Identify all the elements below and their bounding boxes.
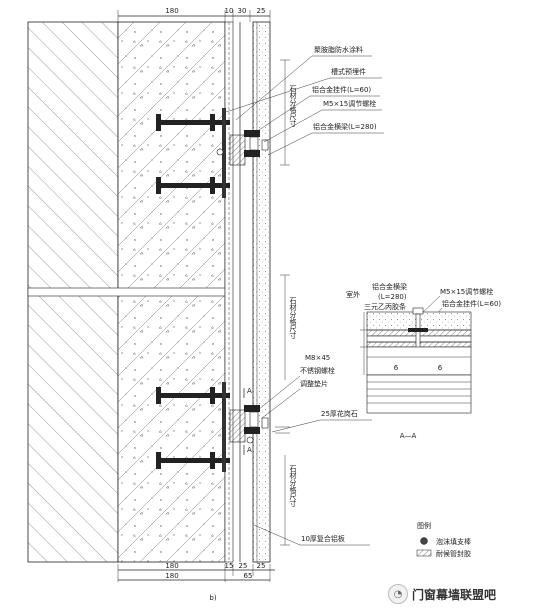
chat-bubble-icon: ◔ <box>388 584 408 604</box>
figure-caption: b) <box>209 594 216 602</box>
sealant-icon <box>416 549 432 557</box>
anchor-bolt-4 <box>160 458 230 463</box>
label-stainless: 不锈钢螺栓 <box>300 366 335 375</box>
slot-embed-plate <box>222 108 226 198</box>
aa-num-2: 6 <box>438 364 443 372</box>
anchor-bolt-3 <box>160 393 230 398</box>
aa-hanger-label: 铝合金挂件(L=60) <box>442 299 501 308</box>
al-beam-bottom <box>229 409 246 443</box>
top-dimension-line: 180 10 30 25 <box>117 7 271 22</box>
stone-grid-label-2: 石材分格尺寸 <box>289 297 297 339</box>
bottom-dimension-lines: 180 15 25 25 180 65 b) <box>117 562 275 602</box>
label-granite: 25厚花岗石 <box>321 409 358 418</box>
upper-anchor-assembly <box>156 108 269 198</box>
aa-epdm-label: 三元乙丙胶条 <box>364 302 406 311</box>
label-waterproof: 聚胺脂防水涂料 <box>314 45 363 54</box>
granite-panel <box>252 21 271 563</box>
legend-item-foam: 泡沫填支棒 <box>436 537 471 546</box>
stone-grid-label-3: 石材分格尺寸 <box>289 465 297 507</box>
watermark-text: 门窗幕墙联盟吧 <box>412 587 497 602</box>
wall-body <box>27 21 271 563</box>
dim-30-top: 30 <box>238 7 247 15</box>
dim-180-b2: 180 <box>165 572 178 580</box>
watermark: ◔ 门窗幕墙联盟吧 <box>388 583 538 605</box>
section-aa-detail: 室外 铝合金横梁 (L=280) 三元乙丙胶条 M5×15调节螺栓 铝合金挂件(… <box>346 282 501 440</box>
stone-grid-dimensions: 石材分格尺寸 石材分格尺寸 石材分格尺寸 <box>280 59 297 546</box>
al-beam-top <box>229 134 246 166</box>
lower-anchor-assembly: A A <box>156 382 290 472</box>
label-shim: 调整垫片 <box>300 379 328 388</box>
top-callouts: 聚胺脂防水涂料 槽式预埋件 铝合金挂件(L=60) M5×15调节螺栓 铝合金横… <box>225 45 384 156</box>
dim-25b-b1: 25 <box>257 562 266 570</box>
label-al-beam-top: 铝合金横梁(L=280) <box>313 122 377 131</box>
dim-10-top: 10 <box>225 7 234 15</box>
aa-m5-label: M5×15调节螺栓 <box>440 287 493 296</box>
stone-grid-label-1: 石材分格尺寸 <box>289 85 297 127</box>
dim-25-b1: 25 <box>239 562 248 570</box>
aa-num-1: 6 <box>394 364 399 372</box>
dim-15-b1: 15 <box>225 562 234 570</box>
aa-beam-body <box>366 346 472 376</box>
foam-rod-icon <box>420 537 428 545</box>
slab-break <box>27 287 226 297</box>
anchor-bolt-1 <box>160 120 230 125</box>
section-mark-a-top: A <box>247 387 252 395</box>
dim-180-b1: 180 <box>165 562 178 570</box>
aa-al-beam-label: 铝合金横梁 <box>372 282 407 291</box>
label-m5-bolt: M5×15调节螺栓 <box>323 99 376 108</box>
legend: 图例 泡沫填支棒 耐候管封胶 <box>416 521 471 558</box>
dim-25-top: 25 <box>257 7 266 15</box>
lower-callouts: M8×45 不锈钢螺栓 调整垫片 25厚花岗石 10厚复合铝板 <box>253 354 372 546</box>
legend-item-sealant: 耐候管封胶 <box>436 549 471 558</box>
label-al-hanger-top: 铝合金挂件(L=60) <box>312 85 371 94</box>
aa-title: A—A <box>400 432 417 440</box>
legend-title: 图例 <box>417 521 431 530</box>
label-m8: M8×45 <box>305 354 330 362</box>
label-slot-embed: 槽式预埋件 <box>331 67 366 76</box>
al-hanger-top <box>244 130 260 137</box>
dim-180-top: 180 <box>165 7 178 15</box>
label-composite-al: 10厚复合铝板 <box>301 534 345 543</box>
dim-65-b2: 65 <box>244 572 253 580</box>
anchor-bolt-2 <box>160 183 230 188</box>
aa-al-beam-len: (L=280) <box>378 293 407 301</box>
aa-outside-label: 室外 <box>346 290 360 299</box>
section-mark-a-bottom: A <box>247 446 252 454</box>
